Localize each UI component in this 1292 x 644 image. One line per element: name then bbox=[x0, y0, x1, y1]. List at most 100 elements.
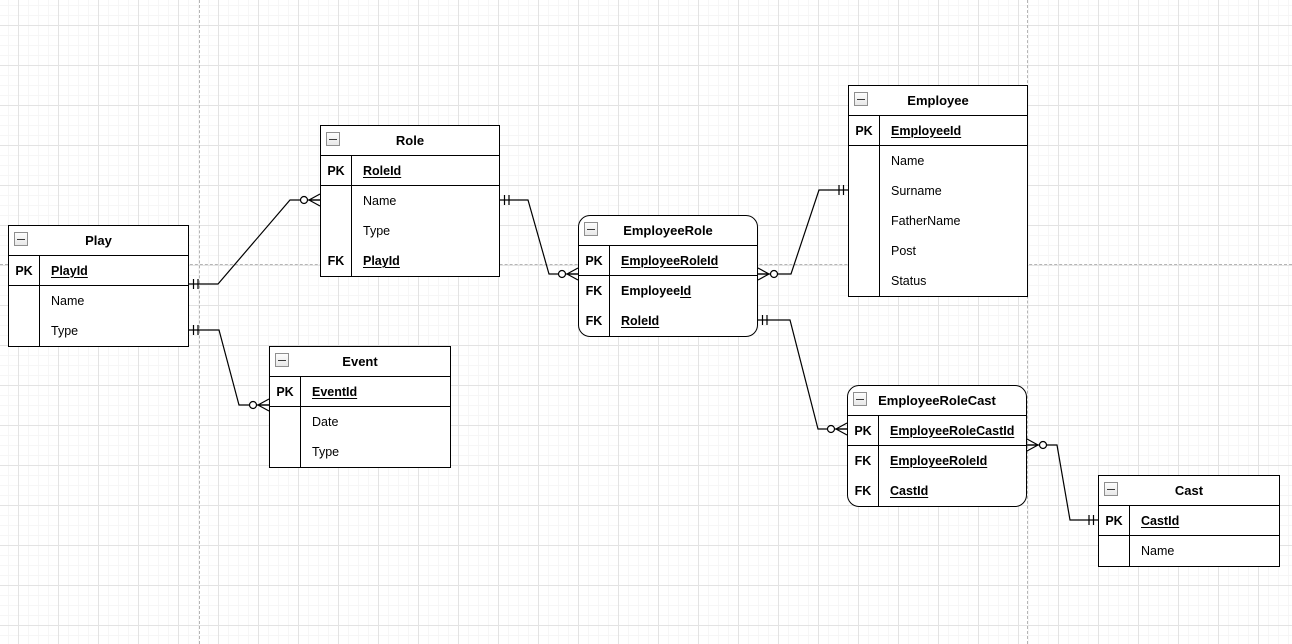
key-label: PK bbox=[585, 253, 603, 268]
entity-header[interactable]: EmployeeRole bbox=[579, 216, 757, 246]
collapse-minus-icon[interactable] bbox=[275, 353, 289, 367]
key-label bbox=[321, 216, 351, 246]
field-name: CastId bbox=[890, 484, 929, 498]
field-row-name[interactable]: Name bbox=[321, 186, 499, 216]
collapse-minus-icon[interactable] bbox=[326, 132, 340, 146]
connection-line bbox=[758, 189, 848, 275]
crows-foot-marker bbox=[566, 267, 579, 281]
collapse-minus-icon[interactable] bbox=[854, 92, 868, 106]
field-row-post[interactable]: Post bbox=[849, 236, 1027, 266]
key-label: FK bbox=[585, 314, 603, 328]
field-name: PlayId bbox=[51, 263, 88, 278]
crows-foot-marker bbox=[308, 193, 321, 207]
entity-header[interactable]: Employee bbox=[849, 86, 1027, 116]
connection-employeerolecast-cast[interactable] bbox=[1026, 438, 1098, 525]
key-column-divider bbox=[300, 377, 301, 467]
cardinality-one-marker bbox=[1088, 515, 1095, 525]
field-name-underlined: Id bbox=[680, 284, 692, 298]
field-row-status[interactable]: Status bbox=[849, 266, 1027, 296]
field-name: EmployeeId bbox=[609, 284, 691, 298]
collapse-minus-icon[interactable] bbox=[584, 222, 598, 236]
entity-header[interactable]: Cast bbox=[1099, 476, 1279, 506]
key-label bbox=[849, 176, 879, 206]
crows-foot-marker bbox=[257, 398, 270, 412]
key-label bbox=[9, 286, 39, 316]
minus-glyph bbox=[857, 98, 865, 100]
collapse-minus-icon[interactable] bbox=[1104, 482, 1118, 496]
connection-employeerole-employee[interactable] bbox=[757, 185, 848, 281]
entity-header[interactable]: Event bbox=[270, 347, 450, 377]
entity-header[interactable]: EmployeeRoleCast bbox=[848, 386, 1026, 416]
key-label bbox=[270, 437, 300, 467]
key-column-divider bbox=[879, 116, 880, 296]
field-name: Type bbox=[312, 445, 340, 459]
crows-foot-marker bbox=[1026, 438, 1039, 452]
key-column-divider bbox=[609, 246, 610, 336]
collapse-minus-icon[interactable] bbox=[14, 232, 28, 246]
field-name: RoleId bbox=[621, 314, 660, 328]
cardinality-one-marker bbox=[503, 195, 510, 205]
field-name: Name bbox=[51, 294, 85, 308]
field-row-name[interactable]: Name bbox=[849, 146, 1027, 176]
key-column-divider bbox=[351, 156, 352, 276]
field-row-employeeid[interactable]: FK EmployeeId bbox=[579, 276, 757, 306]
field-name: Type bbox=[51, 324, 79, 338]
field-row-playid[interactable]: FK PlayId bbox=[321, 246, 499, 276]
key-label: FK bbox=[585, 284, 603, 298]
key-label: PK bbox=[276, 384, 294, 399]
field-row-name[interactable]: Name bbox=[1099, 536, 1279, 566]
key-label: FK bbox=[327, 254, 345, 268]
key-label: PK bbox=[855, 123, 873, 138]
field-name: Name bbox=[891, 154, 925, 168]
field-name: FatherName bbox=[891, 214, 961, 228]
field-row-fathername[interactable]: FatherName bbox=[849, 206, 1027, 236]
field-name: EmployeeRoleId bbox=[890, 454, 988, 468]
field-row-name[interactable]: Name bbox=[9, 286, 188, 316]
field-row-roleid[interactable]: FK RoleId bbox=[579, 306, 757, 336]
zero-circle-marker bbox=[826, 424, 836, 434]
entity-header[interactable]: Play bbox=[9, 226, 188, 256]
field-row-type[interactable]: Type bbox=[321, 216, 499, 246]
zero-circle-marker bbox=[1038, 440, 1048, 450]
field-row-type[interactable]: Type bbox=[9, 316, 188, 346]
field-name: PlayId bbox=[363, 254, 400, 268]
key-column-divider bbox=[39, 256, 40, 346]
connection-line bbox=[500, 199, 578, 275]
field-row-date[interactable]: Date bbox=[270, 407, 450, 437]
zero-circle-marker bbox=[557, 269, 567, 279]
minus-glyph bbox=[17, 238, 25, 240]
connection-play-role[interactable] bbox=[189, 193, 321, 289]
field-row-surname[interactable]: Surname bbox=[849, 176, 1027, 206]
connection-role-employeerole[interactable] bbox=[500, 195, 579, 281]
collapse-minus-icon[interactable] bbox=[853, 392, 867, 406]
connection-play-event[interactable] bbox=[189, 325, 270, 412]
field-name: Surname bbox=[891, 184, 942, 198]
key-label: PK bbox=[1105, 513, 1123, 528]
minus-glyph bbox=[278, 359, 286, 361]
field-row-type[interactable]: Type bbox=[270, 437, 450, 467]
field-name: Name bbox=[1141, 544, 1175, 558]
connection-employeerole-employeerolecast[interactable] bbox=[758, 315, 848, 436]
entity-title: EmployeeRoleCast bbox=[878, 393, 996, 408]
entity-header[interactable]: Role bbox=[321, 126, 499, 156]
crows-foot-marker bbox=[835, 422, 848, 436]
